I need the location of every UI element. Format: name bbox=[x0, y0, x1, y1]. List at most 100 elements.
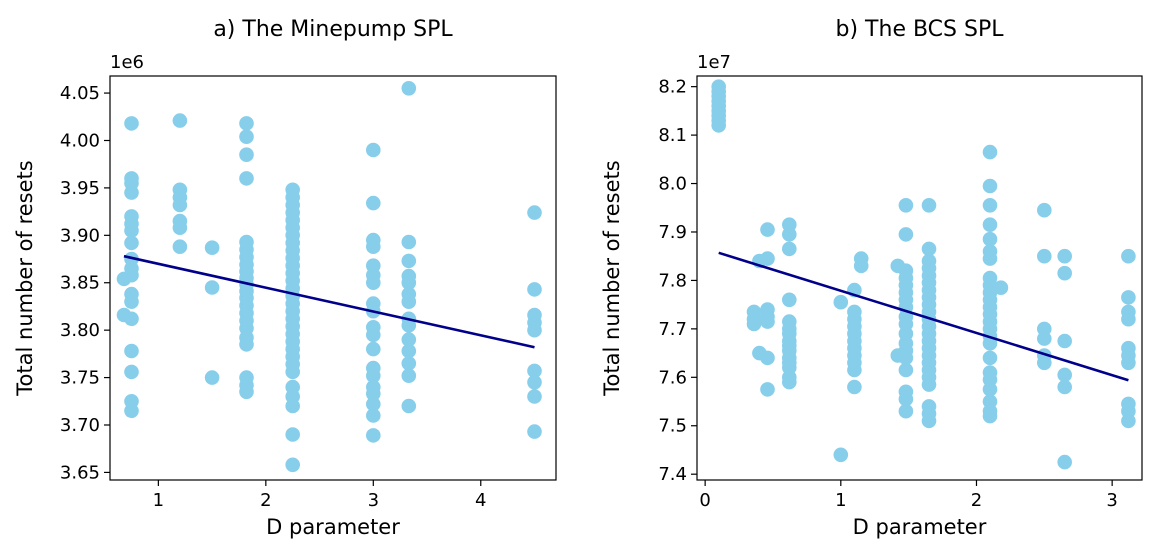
y-tick-label: 7.4 bbox=[658, 464, 687, 485]
data-point bbox=[401, 318, 417, 333]
data-point bbox=[124, 403, 139, 419]
x-tick-label: 3 bbox=[368, 490, 379, 511]
data-point bbox=[1057, 454, 1072, 470]
data-point bbox=[172, 113, 188, 128]
data-point bbox=[982, 144, 998, 160]
trend-line bbox=[123, 254, 535, 349]
data-point bbox=[285, 427, 301, 442]
data-point bbox=[401, 332, 417, 347]
data-point bbox=[898, 362, 914, 378]
data-point bbox=[921, 413, 937, 429]
data-point bbox=[366, 195, 381, 211]
data-point bbox=[204, 240, 220, 255]
data-point bbox=[124, 223, 139, 238]
data-point bbox=[124, 311, 139, 327]
data-point bbox=[172, 220, 188, 235]
data-point bbox=[760, 350, 775, 366]
data-point bbox=[124, 235, 139, 251]
y-tick-label: 8.0 bbox=[658, 174, 687, 195]
data-point bbox=[853, 258, 869, 274]
data-point bbox=[239, 147, 254, 162]
scatter-points bbox=[116, 81, 542, 473]
data-point bbox=[1037, 248, 1052, 264]
data-point bbox=[527, 205, 542, 220]
data-point bbox=[285, 364, 301, 380]
data-point bbox=[239, 116, 254, 131]
data-point bbox=[172, 239, 188, 254]
data-point bbox=[1121, 248, 1136, 264]
data-point bbox=[1057, 367, 1072, 383]
data-point bbox=[401, 343, 417, 359]
y-axis-label: Total number of resets bbox=[600, 160, 624, 396]
data-point bbox=[401, 81, 417, 96]
data-point bbox=[124, 116, 139, 131]
data-point bbox=[1037, 202, 1052, 218]
y-tick-label: 3.80 bbox=[60, 320, 100, 341]
y-tick-label: 4.05 bbox=[60, 83, 100, 104]
data-point bbox=[124, 294, 139, 310]
data-point bbox=[366, 142, 381, 158]
y-tick-label: 7.7 bbox=[658, 319, 687, 340]
data-point bbox=[527, 389, 542, 404]
y-tick-label: 3.95 bbox=[60, 178, 100, 199]
data-point bbox=[239, 337, 254, 352]
data-point bbox=[982, 231, 998, 247]
y-tick-label: 7.5 bbox=[658, 416, 687, 437]
data-point bbox=[982, 198, 998, 213]
data-point bbox=[982, 350, 998, 366]
data-point bbox=[921, 377, 937, 392]
data-point bbox=[401, 294, 417, 310]
data-point bbox=[1037, 331, 1052, 346]
y-tick-label: 7.6 bbox=[658, 367, 687, 388]
data-point bbox=[527, 282, 542, 297]
data-point bbox=[366, 396, 381, 412]
data-point bbox=[1057, 265, 1072, 281]
plot-frame bbox=[696, 75, 1143, 481]
y-tick-label: 8.1 bbox=[658, 125, 687, 146]
data-point bbox=[124, 185, 139, 200]
x-axis-label: D parameter bbox=[853, 515, 987, 539]
y-tick-label: 3.90 bbox=[60, 225, 100, 246]
data-point bbox=[760, 251, 775, 266]
data-point bbox=[1057, 379, 1072, 395]
data-point bbox=[782, 292, 797, 308]
data-point bbox=[527, 375, 542, 390]
x-tick-label: 3 bbox=[1106, 490, 1117, 511]
data-point bbox=[401, 253, 417, 269]
data-point bbox=[847, 362, 862, 378]
data-point bbox=[401, 275, 417, 291]
data-point bbox=[401, 368, 417, 384]
data-point bbox=[204, 280, 220, 295]
x-tick-label: 1 bbox=[153, 490, 164, 511]
data-point bbox=[921, 198, 937, 213]
data-point bbox=[847, 379, 862, 395]
data-point bbox=[1121, 311, 1136, 327]
data-point bbox=[239, 129, 254, 144]
y-tick-label: 3.75 bbox=[60, 368, 100, 389]
data-point bbox=[1121, 355, 1136, 371]
y-axis-label: Total number of resets bbox=[13, 160, 37, 396]
trend-line bbox=[718, 251, 1129, 382]
data-point bbox=[921, 241, 937, 257]
data-point bbox=[833, 447, 849, 463]
data-point bbox=[527, 424, 542, 439]
data-point bbox=[993, 280, 1009, 296]
data-point bbox=[782, 227, 797, 242]
data-point bbox=[239, 384, 254, 400]
data-point bbox=[366, 275, 381, 291]
y-tick-label: 4.00 bbox=[60, 130, 100, 151]
data-point bbox=[366, 327, 381, 343]
data-point bbox=[760, 222, 775, 237]
y-offset-label: 1e7 bbox=[697, 52, 731, 73]
data-point bbox=[898, 403, 914, 419]
y-tick-label: 7.9 bbox=[658, 222, 687, 243]
data-point bbox=[982, 178, 998, 194]
data-point bbox=[172, 197, 188, 213]
data-point bbox=[366, 341, 381, 357]
y-tick-label: 7.8 bbox=[658, 270, 687, 291]
data-point bbox=[1057, 248, 1072, 264]
y-offset-label: 1e6 bbox=[110, 52, 144, 73]
y-tick-label: 3.85 bbox=[60, 273, 100, 294]
y-tick-label: 3.70 bbox=[60, 415, 100, 436]
